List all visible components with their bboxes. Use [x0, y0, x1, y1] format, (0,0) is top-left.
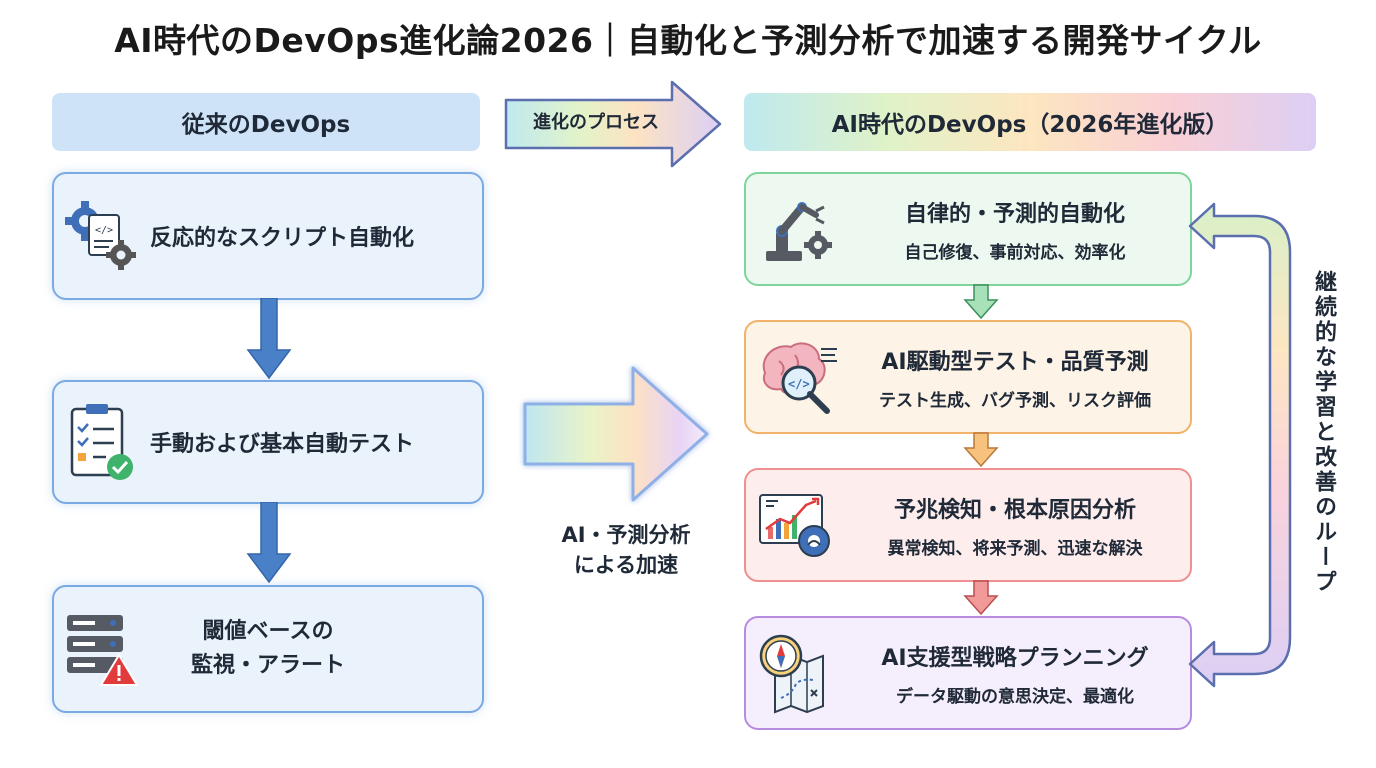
acceleration-arrow	[523, 366, 709, 502]
acceleration-label-line1: AI・予測分析	[561, 523, 691, 547]
right-down-arrow-2	[963, 432, 999, 468]
left-box-manual-testing: 手動および基本自動テスト	[52, 380, 484, 504]
brain-magnifier-icon: </>	[746, 337, 850, 417]
left-column-header: 従来のDevOps	[52, 93, 480, 151]
right-box-title: AI駆動型テスト・品質予測	[881, 349, 1149, 375]
right-box-subtitle: テスト生成、バグ予測、リスク評価	[879, 390, 1151, 411]
left-down-arrow-1	[246, 298, 292, 380]
acceleration-label: AI・予測分析 による加速	[526, 520, 726, 580]
process-arrow	[504, 80, 722, 168]
right-box-autonomous-automation: 自律的・予測的自動化 自己修復、事前対応、効率化	[744, 172, 1192, 286]
left-box-threshold-monitoring: 閾値ベースの 監視・アラート	[52, 585, 484, 713]
left-box-label-line1: 閾値ベースの	[202, 619, 334, 644]
page-title: AI時代のDevOps進化論2026｜自動化と予測分析で加速する開発サイクル	[114, 21, 1262, 60]
compass-map-icon	[746, 632, 850, 714]
right-box-title: 自律的・予測的自動化	[904, 201, 1125, 227]
right-box-ai-testing: </> AI駆動型テスト・品質予測 テスト生成、バグ予測、リスク評価	[744, 320, 1192, 434]
left-box-label-line2: 監視・アラート	[190, 653, 345, 678]
loop-label: 継続的な学習と改善のループ	[1311, 270, 1336, 595]
right-box-anomaly-detection: 予兆検知・根本原因分析 異常検知、将来予測、迅速な解決	[744, 468, 1192, 582]
left-box-label: 手動および基本自動テスト	[150, 432, 415, 457]
svg-text:</>: </>	[95, 225, 113, 236]
left-down-arrow-2	[246, 502, 292, 584]
server-warning-icon	[54, 609, 150, 689]
right-column-header: AI時代のDevOps（2026年進化版）	[744, 93, 1316, 151]
right-box-strategic-planning: AI支援型戦略プランニング データ駆動の意思決定、最適化	[744, 616, 1192, 730]
right-box-title: 予兆検知・根本原因分析	[893, 497, 1136, 523]
right-box-subtitle: 自己修復、事前対応、効率化	[904, 242, 1126, 263]
chart-analysis-icon	[746, 489, 850, 561]
robot-arm-icon	[746, 193, 850, 265]
right-down-arrow-1	[963, 284, 999, 320]
left-box-label: 反応的なスクリプト自動化	[150, 226, 415, 251]
gear-script-icon: </>	[54, 197, 150, 275]
clipboard-checklist-icon	[54, 401, 150, 483]
process-label: 進化のプロセス	[533, 112, 659, 133]
right-box-subtitle: データ駆動の意思決定、最適化	[896, 686, 1134, 707]
right-box-subtitle: 異常検知、将来予測、迅速な解決	[887, 538, 1143, 559]
feedback-loop-arrow	[1188, 202, 1292, 688]
right-down-arrow-3	[963, 580, 999, 616]
left-box-script-automation: </> 反応的なスクリプト自動化	[52, 172, 484, 300]
acceleration-label-line2: による加速	[573, 553, 679, 577]
svg-text:</>: </>	[788, 377, 810, 391]
right-box-title: AI支援型戦略プランニング	[881, 645, 1149, 671]
